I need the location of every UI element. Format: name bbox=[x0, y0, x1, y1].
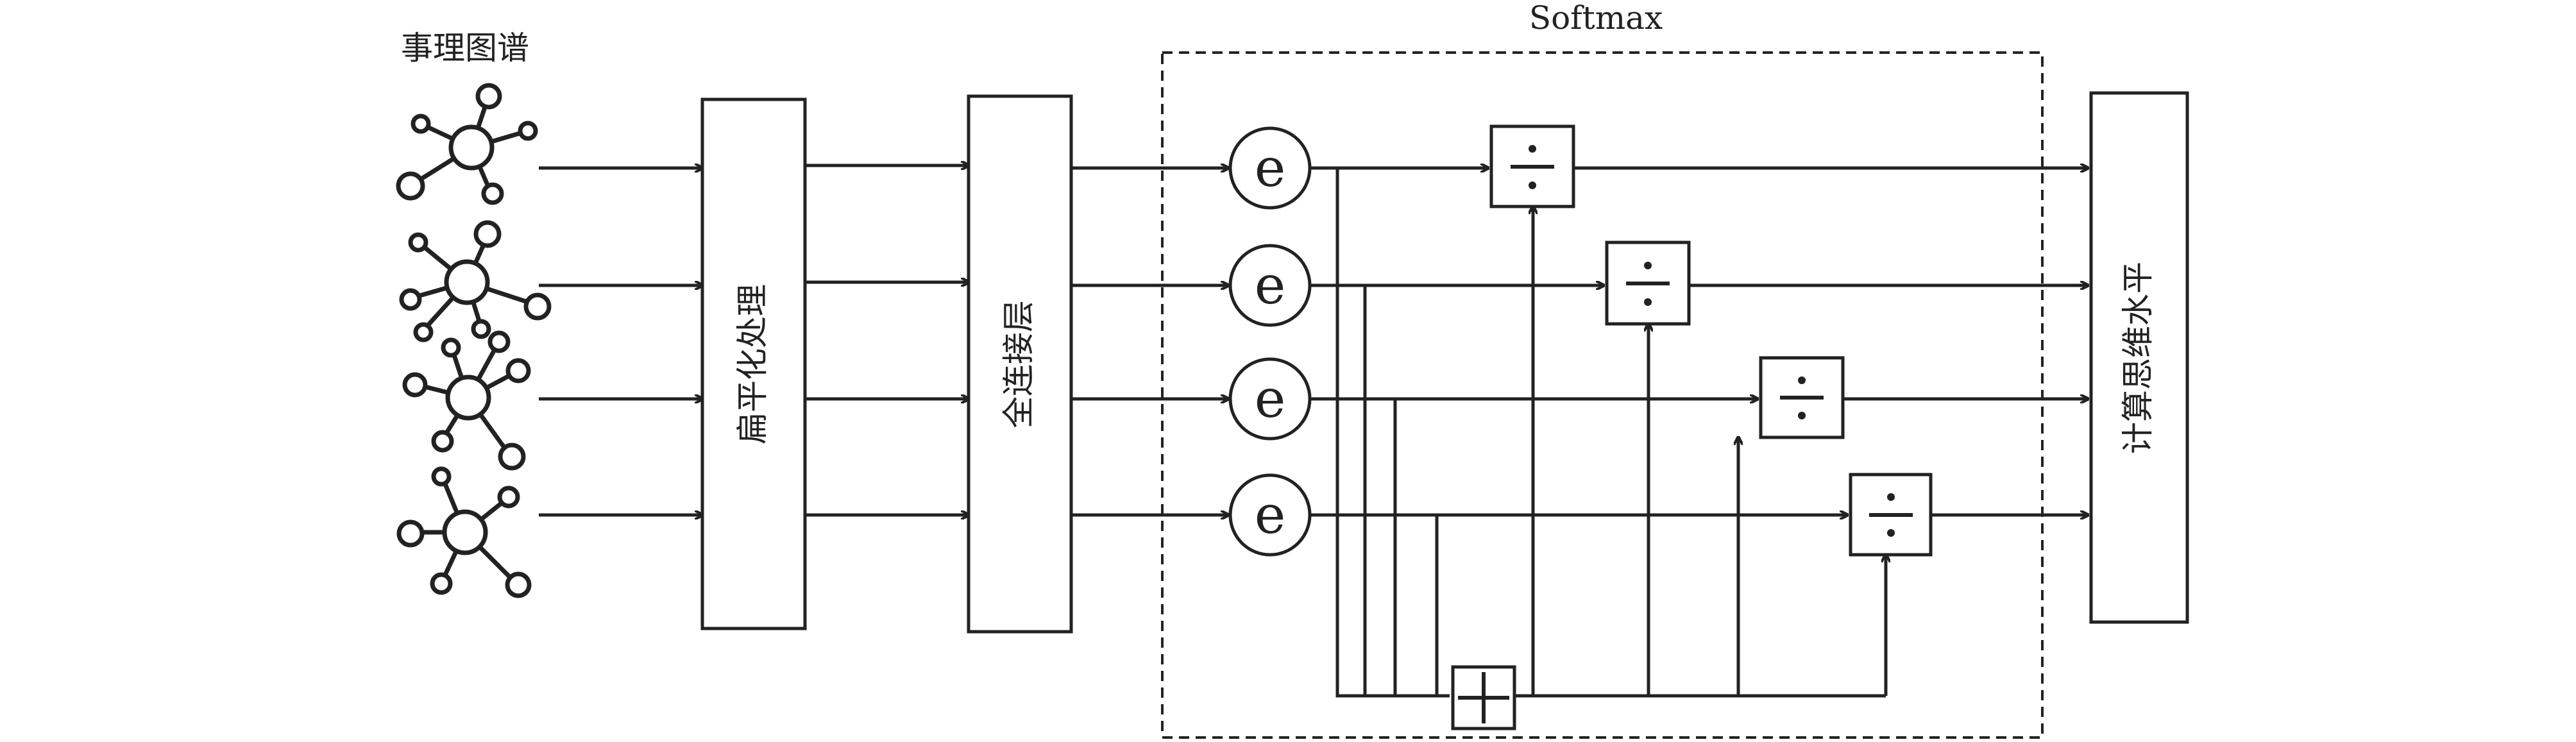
exp-node-4: e bbox=[1228, 473, 1312, 557]
exp-symbol: e bbox=[1255, 485, 1286, 546]
sum-branch-lines bbox=[1335, 168, 1514, 698]
graph-icon-1 bbox=[396, 83, 538, 205]
exp-node-2: e bbox=[1228, 244, 1312, 327]
exp-symbol: e bbox=[1255, 138, 1286, 199]
exp-to-divide-lines bbox=[1310, 168, 1847, 515]
sum-distribution-lines bbox=[1514, 207, 1886, 698]
divide-node-4 bbox=[1849, 473, 1933, 557]
exp-symbol: e bbox=[1255, 255, 1286, 316]
divide-node-3 bbox=[1759, 356, 1845, 439]
graph-icon-2 bbox=[399, 220, 552, 342]
divide-node-1 bbox=[1489, 124, 1575, 208]
dense-layer-box bbox=[967, 94, 1073, 634]
flatten-label: 扁平化处理 bbox=[734, 284, 771, 444]
dense-to-exp-arrows bbox=[1071, 168, 1228, 515]
flatten-box bbox=[700, 97, 807, 630]
graph-icon-4 bbox=[396, 466, 532, 598]
output-label: 计算思维水平 bbox=[2119, 262, 2157, 454]
softmax-label: Softmax bbox=[1529, 0, 1663, 37]
dense-layer-label: 全连接层 bbox=[1000, 300, 1037, 428]
exp-node-1: e bbox=[1228, 126, 1312, 210]
exp-node-3: e bbox=[1228, 357, 1312, 441]
exp-symbol: e bbox=[1255, 369, 1286, 430]
knowledge-graph-label: 事理图谱 bbox=[401, 30, 529, 67]
output-box bbox=[2089, 91, 2189, 624]
divide-node-2 bbox=[1605, 240, 1691, 326]
softmax-region bbox=[1161, 51, 2044, 739]
flatten-to-dense-arrows bbox=[805, 165, 969, 515]
graph-icon-3 bbox=[402, 330, 531, 471]
sum-node bbox=[1451, 665, 1516, 730]
input-arrows bbox=[539, 168, 702, 515]
divide-to-output-arrows bbox=[1573, 168, 2088, 515]
